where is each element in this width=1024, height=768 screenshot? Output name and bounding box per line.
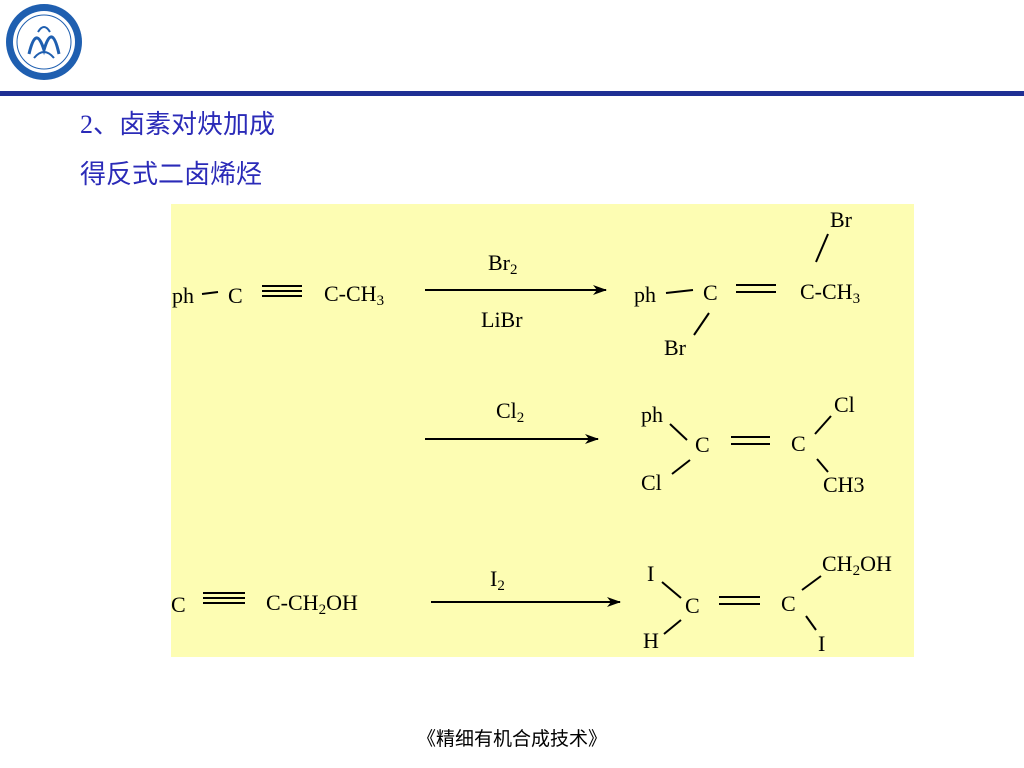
bond-i-c-3 xyxy=(661,581,682,599)
r3-reagent-i2: I2 xyxy=(490,566,505,594)
r1-product-br-bottom: Br xyxy=(664,335,686,360)
r3-reactant-ch2oh: C-CH2OH xyxy=(266,590,358,618)
bond-ph-c xyxy=(201,291,219,295)
bond-c-cl-2 xyxy=(814,415,832,435)
r3-product-c1: C xyxy=(685,593,700,618)
double-bond-2 xyxy=(731,436,770,445)
triple-bond-3 xyxy=(203,592,245,604)
bond-h-c-3 xyxy=(663,619,682,635)
r1-reactant-c: C xyxy=(228,283,243,308)
bond-c-i-3 xyxy=(805,615,817,631)
r1-reagent-libr: LiBr xyxy=(481,307,523,332)
r1-reagent-br2: Br2 xyxy=(488,250,518,278)
footer-course-title: 《精细有机合成技术》 xyxy=(416,729,607,750)
bond-ph-c-2 xyxy=(669,423,688,441)
bond-c-ch2oh-3 xyxy=(801,575,822,591)
r1-product-c1: C xyxy=(703,280,718,305)
r3-product-ch2oh: CH2OH xyxy=(822,551,892,579)
r2-product-cl-left: Cl xyxy=(641,470,662,495)
double-bond-3 xyxy=(719,596,760,605)
r1-product-br-top: Br xyxy=(830,207,852,232)
r1-product-ph: ph xyxy=(634,282,656,307)
slide-heading-line-1: 2、卤素对炔加成 xyxy=(80,110,276,139)
r3-product-i-left: I xyxy=(647,561,655,586)
r3-reactant-c: C xyxy=(171,592,186,617)
r2-product-c1: C xyxy=(695,432,710,457)
r3-product-h: H xyxy=(643,628,659,653)
r2-product-ch3: CH3 xyxy=(823,472,865,497)
r1-reactant-methyl: C-CH3 xyxy=(324,281,385,309)
r2-product-c2: C xyxy=(791,431,806,456)
triple-bond-1 xyxy=(262,285,302,297)
slide-heading-line-2: 得反式二卤烯烃 xyxy=(80,160,263,189)
r1-reactant-ph: ph xyxy=(172,283,194,308)
bond-c-br-top xyxy=(815,233,829,263)
r3-product-c2: C xyxy=(781,591,796,616)
r2-reagent-cl2: Cl2 xyxy=(496,398,525,426)
institution-logo-icon xyxy=(6,4,82,80)
bond-ph-c-product xyxy=(665,289,694,294)
bond-c-br-bottom xyxy=(693,312,710,336)
r2-product-ph: ph xyxy=(641,402,663,427)
double-bond-1 xyxy=(736,284,776,293)
bond-cl-c-2 xyxy=(671,459,691,475)
reaction-panel xyxy=(171,204,914,657)
r3-product-i-right: I xyxy=(818,631,826,656)
bond-c-ch3-2 xyxy=(816,458,829,473)
header-rule xyxy=(0,91,1024,96)
r1-product-methyl: C-CH3 xyxy=(800,279,861,307)
r2-product-cl-right: Cl xyxy=(834,392,855,417)
